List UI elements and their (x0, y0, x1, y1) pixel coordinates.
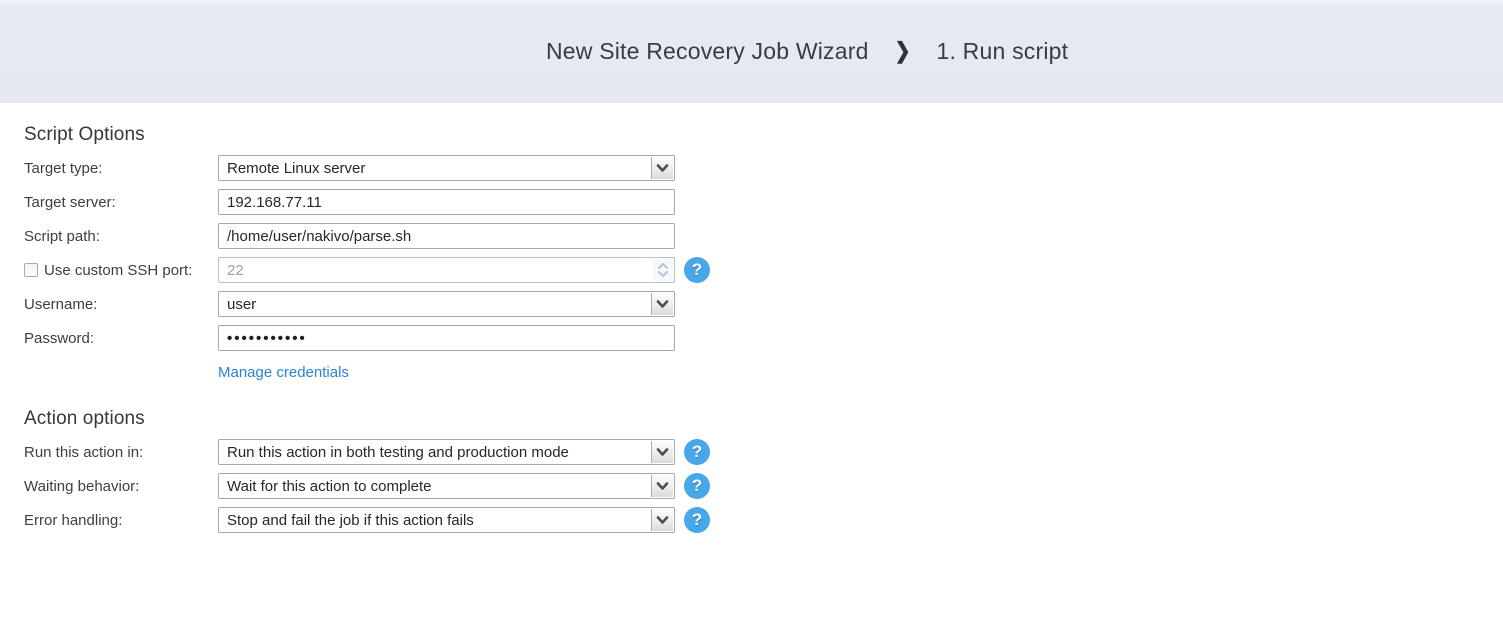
row-run-mode: Run this action in: Run this action in b… (24, 439, 1503, 465)
ssh-port-fieldbox (218, 257, 675, 283)
chevron-down-icon[interactable] (651, 157, 673, 179)
script-path-label: Script path: (24, 227, 100, 245)
target-server-label: Target server: (24, 193, 116, 211)
waiting-behavior-label: Waiting behavior: (24, 477, 140, 495)
ssh-port-label-group: Use custom SSH port: (24, 262, 218, 279)
wizard-title: New Site Recovery Job Wizard (546, 38, 869, 64)
wizard-header: New Site Recovery Job Wizard ❯ 1. Run sc… (0, 0, 1503, 103)
section-title-script-options: Script Options (24, 124, 145, 145)
row-password: Password: (24, 325, 1503, 351)
password-fieldbox (218, 325, 675, 351)
chevron-down-icon (658, 271, 668, 277)
chevron-down-icon[interactable] (651, 475, 673, 497)
chevron-down-icon[interactable] (651, 293, 673, 315)
row-username: Username: user (24, 291, 1503, 317)
row-target-server: Target server: (24, 189, 1503, 215)
manage-credentials-link[interactable]: Manage credentials (218, 364, 349, 381)
row-error-handling: Error handling: Stop and fail the job if… (24, 507, 1503, 533)
target-type-select[interactable]: Remote Linux server (218, 155, 675, 181)
run-mode-select[interactable]: Run this action in both testing and prod… (218, 439, 675, 465)
run-mode-value: Run this action in both testing and prod… (227, 443, 569, 461)
error-handling-label: Error handling: (24, 511, 123, 529)
username-label: Username: (24, 295, 98, 313)
error-handling-value: Stop and fail the job if this action fai… (227, 511, 474, 529)
target-server-fieldbox (218, 189, 675, 215)
help-icon[interactable]: ? (684, 507, 710, 533)
run-mode-label: Run this action in: (24, 443, 144, 461)
script-path-input[interactable] (219, 224, 674, 248)
waiting-behavior-value: Wait for this action to complete (227, 477, 432, 495)
breadcrumb-chevron-icon: ❯ (894, 39, 911, 64)
script-path-fieldbox (218, 223, 675, 249)
help-icon[interactable]: ? (684, 439, 710, 465)
password-input[interactable] (219, 326, 674, 350)
target-server-input[interactable] (219, 190, 674, 214)
chevron-down-icon[interactable] (651, 509, 673, 531)
help-icon[interactable]: ? (684, 473, 710, 499)
target-type-value: Remote Linux server (227, 159, 366, 177)
target-type-label: Target type: (24, 159, 103, 177)
row-target-type: Target type: Remote Linux server (24, 155, 1503, 181)
row-waiting-behavior: Waiting behavior: Wait for this action t… (24, 473, 1503, 499)
chevron-down-icon[interactable] (651, 441, 673, 463)
help-icon[interactable]: ? (684, 257, 710, 283)
wizard-step-title: 1. Run script (936, 38, 1069, 64)
chevron-up-icon (658, 263, 668, 269)
row-manage-credentials: Manage credentials (218, 364, 1503, 382)
username-select[interactable]: user (218, 291, 675, 317)
use-custom-ssh-port-checkbox[interactable] (24, 263, 38, 277)
ssh-port-spinner[interactable] (653, 259, 673, 281)
wizard-content: Script Options Target type: Remote Linux… (0, 103, 1503, 533)
waiting-behavior-select[interactable]: Wait for this action to complete (218, 473, 675, 499)
row-ssh-port: Use custom SSH port: ? (24, 257, 1503, 283)
username-value: user (227, 295, 257, 313)
wizard-breadcrumb: New Site Recovery Job Wizard ❯ 1. Run sc… (546, 0, 1068, 103)
section-title-action-options: Action options (24, 408, 145, 429)
ssh-port-label: Use custom SSH port: (44, 261, 193, 279)
password-label: Password: (24, 329, 95, 347)
row-script-path: Script path: (24, 223, 1503, 249)
ssh-port-input[interactable] (219, 258, 652, 282)
error-handling-select[interactable]: Stop and fail the job if this action fai… (218, 507, 675, 533)
